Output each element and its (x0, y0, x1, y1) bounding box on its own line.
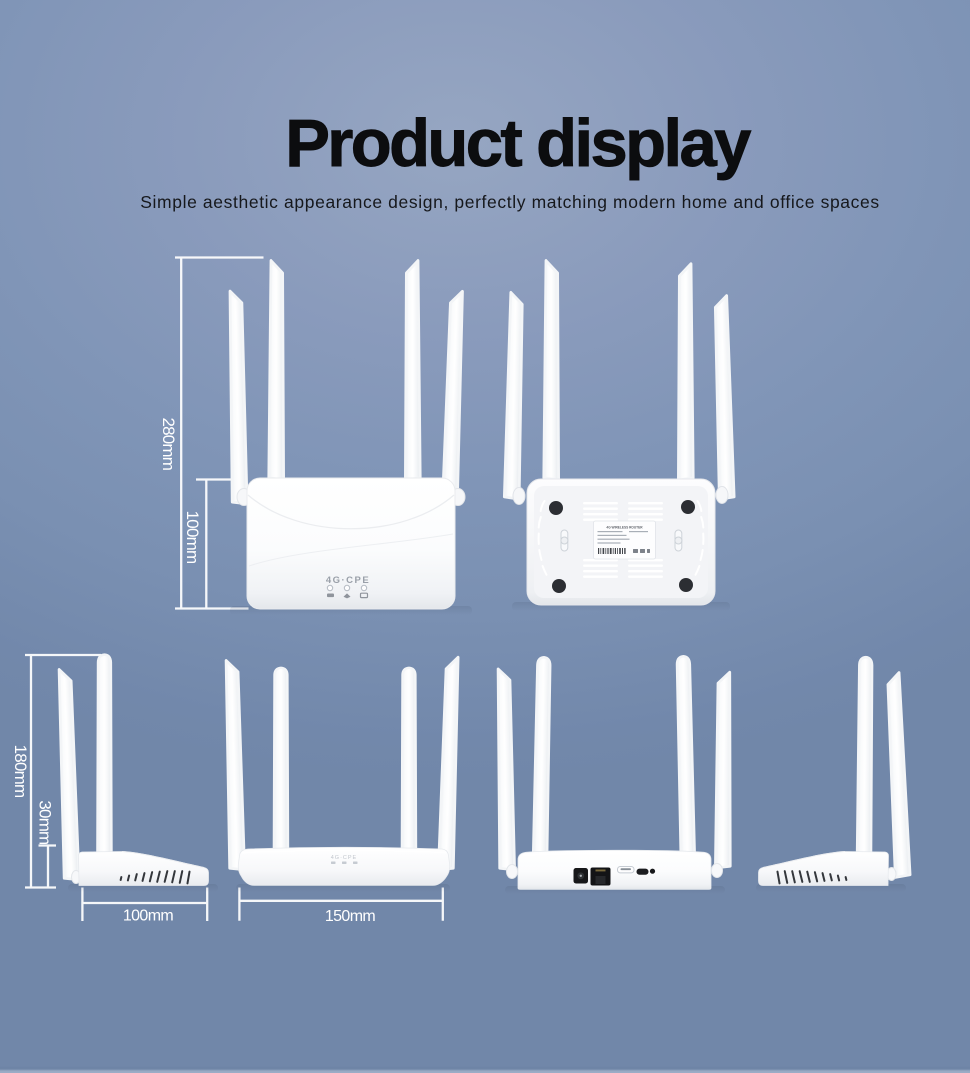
svg-text:4G WIRELESS ROUTER: 4G WIRELESS ROUTER (606, 526, 643, 530)
svg-text:100mm: 100mm (183, 511, 202, 564)
svg-text:150mm: 150mm (325, 908, 376, 925)
svg-text:180mm: 180mm (11, 745, 30, 798)
svg-text:280mm: 280mm (159, 417, 178, 470)
svg-text:4G·CPE: 4G·CPE (326, 575, 370, 586)
svg-text:30mm: 30mm (35, 800, 54, 845)
svg-text:100mm: 100mm (123, 908, 174, 925)
svg-text:4G·CPE: 4G·CPE (331, 855, 357, 861)
